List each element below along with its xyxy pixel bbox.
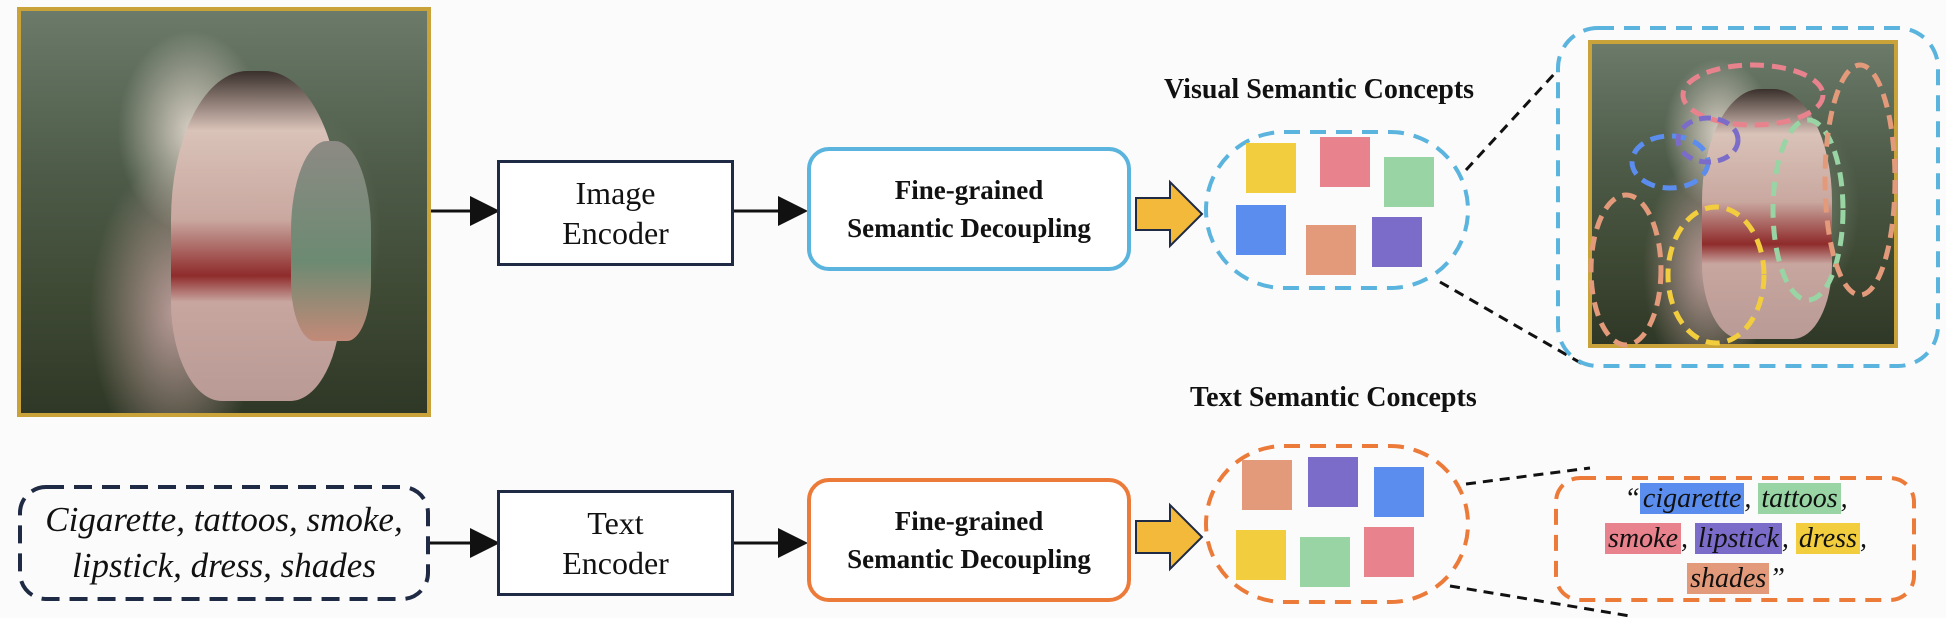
word-cigarette: cigarette (1639, 483, 1745, 514)
quote-close: ” (1769, 563, 1785, 594)
zoomed-image-container (1556, 26, 1940, 368)
highlighted-caption: “cigarette, tattoos, smoke, lipstick, dr… (1566, 480, 1906, 598)
zoom-line-bottom-2 (1449, 584, 1631, 618)
text-encoder-box: Text Encoder (497, 490, 734, 596)
text-encoder-line1: Text (587, 505, 644, 541)
word-smoke: smoke (1605, 523, 1682, 554)
zoomed-photo (1588, 40, 1898, 348)
visual-decoupling-box: Fine-grained Semantic Decoupling (807, 147, 1131, 271)
zoom-line-bottom-1 (1465, 466, 1591, 486)
visual-decoupling-line2: Semantic Decoupling (847, 213, 1091, 243)
text-decoupling-line2: Semantic Decoupling (847, 544, 1091, 574)
quote-container (1554, 476, 1916, 602)
region-yellow (1665, 204, 1767, 346)
text-concept-yellow (1236, 530, 1286, 580)
image-encoder-line1: Image (575, 175, 656, 211)
text-decoupling-box: Fine-grained Semantic Decoupling (807, 478, 1131, 602)
text-decoupling-line1: Fine-grained (894, 506, 1044, 536)
visual-concepts-container (1204, 130, 1470, 290)
text-encoder-line2: Encoder (562, 545, 669, 581)
region-green (1770, 117, 1846, 303)
input-caption-line2: lipstick, dress, shades (72, 546, 376, 585)
zoom-line-top-2 (1439, 280, 1587, 368)
word-shades: shades (1687, 563, 1770, 594)
quote-open: “ (1624, 483, 1640, 514)
visual-concept-purple (1372, 217, 1422, 267)
text-concepts-title: Text Semantic Concepts (1190, 382, 1477, 413)
visual-concept-blue (1236, 205, 1286, 255)
highlighted-caption-line3: shades” (1605, 559, 1867, 599)
text-concept-blue (1374, 467, 1424, 517)
visual-decoupling-line1: Fine-grained (894, 175, 1044, 205)
region-blue (1629, 133, 1711, 191)
region-purple (1675, 115, 1741, 165)
highlighted-caption-line1: “cigarette, tattoos, (1624, 483, 1848, 514)
input-caption-line1: Cigarette, tattoos, smoke, (45, 500, 403, 539)
yellow-arrow-top (1135, 179, 1204, 249)
region-ellipses (1588, 62, 1898, 348)
text-concept-orange (1242, 460, 1292, 510)
visual-concept-pink (1320, 137, 1370, 187)
highlighted-caption-line2: smoke, lipstick, dress, (1605, 519, 1867, 559)
input-caption: Cigarette, tattoos, smoke, lipstick, dre… (22, 489, 426, 597)
region-pink (1680, 62, 1826, 128)
word-lipstick: lipstick (1695, 523, 1782, 554)
text-concepts-container (1204, 444, 1470, 604)
caption-container (18, 485, 430, 601)
yellow-arrow-bottom (1135, 502, 1204, 572)
text-concept-green (1300, 537, 1350, 587)
zoom-line-top-1 (1464, 70, 1558, 172)
visual-concept-green (1384, 157, 1434, 207)
region-orange-right (1822, 62, 1898, 298)
visual-concepts-title: Visual Semantic Concepts (1164, 74, 1475, 105)
visual-concept-orange (1306, 225, 1356, 275)
image-encoder-line2: Encoder (562, 215, 669, 251)
input-photo (17, 7, 431, 417)
visual-concept-yellow (1246, 143, 1296, 193)
region-orange-left (1588, 192, 1664, 348)
photo-arm (291, 141, 371, 341)
text-concept-pink (1364, 527, 1414, 577)
text-concept-purple (1308, 457, 1358, 507)
word-dress: dress (1795, 523, 1860, 554)
image-encoder-box: Image Encoder (497, 160, 734, 266)
word-tattoos: tattoos (1758, 483, 1841, 514)
